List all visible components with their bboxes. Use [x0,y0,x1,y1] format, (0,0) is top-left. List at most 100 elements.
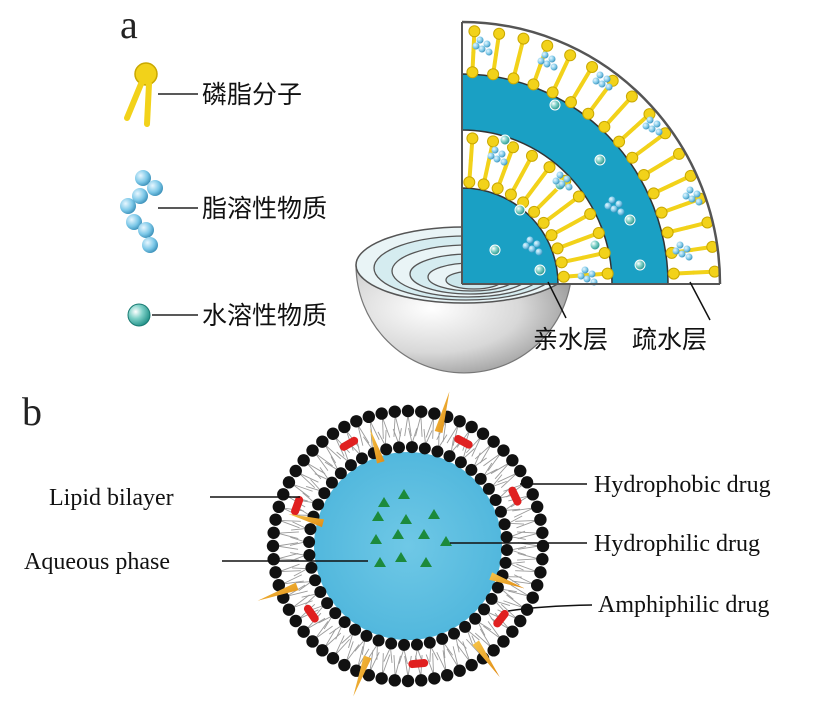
lipid-head [349,624,361,636]
lipid-head [327,652,339,664]
lipophilic-substance [609,197,616,204]
lipid-head [668,268,679,279]
lipid-head [529,206,540,217]
lipophilic-substance [686,254,693,261]
lipid-head [318,487,330,499]
lipophilic-substance [696,199,703,206]
phospholipid-icon [127,63,157,124]
lipophilic-substance [492,147,499,154]
lipid-head [627,152,638,163]
lipid-head [402,675,414,687]
lipid-head [486,593,498,605]
hydrophilic-substance [515,205,525,215]
lipophilic-substance [538,58,545,65]
lipophilic-substance [584,276,591,283]
lipid-head [303,536,315,548]
lipid-head [306,635,318,647]
lipophilic-substance [551,64,558,71]
lipid-head [497,444,509,456]
lipophilic-substance [484,41,491,48]
lipid-head [411,639,423,651]
lipid-head [297,625,309,637]
lipid-head [431,445,443,457]
lipid-head [514,615,526,627]
lipid-head [536,553,548,565]
lipophilic-substance-icon [120,170,163,253]
aqueous-core [314,452,502,640]
lipid-head [406,441,418,453]
amphiphilic-drug-label: Amphiphilic drug [598,592,769,618]
hydrophobic-layer-label: 疏水层 [632,325,707,354]
lipid-head [375,672,387,684]
lipophilic-substance [673,248,680,255]
lipid-head [552,243,563,254]
lipophilic-substance [604,76,611,83]
lipid-head [556,257,567,268]
lipid-head [290,615,302,627]
lipophilic-substance [687,187,694,194]
lipid-head [465,464,477,476]
lipid-head [478,603,490,615]
lipid-head [526,150,537,161]
lipid-head [501,531,513,543]
lipid-head [500,557,512,569]
lipid-head [626,91,637,102]
hydrophilic-substance [550,100,560,110]
lipid-head [469,26,480,37]
lipid-head [321,597,333,609]
lipophilic-substance [473,43,480,50]
lipophilic-substance [689,196,696,203]
lipophilic-substance [549,56,556,63]
lipid-head [506,454,518,466]
lipid-head [467,133,478,144]
lipid-head [305,562,317,574]
lipid-head [565,97,576,108]
lipid-head [542,40,553,51]
lipid-head [312,498,324,510]
hydrophilic-substance [625,215,635,225]
aqueous-phase-label: Aqueous phase [24,549,170,575]
lipid-head [338,421,350,433]
lipophilic-substance [566,184,573,191]
lipid-head [518,33,529,44]
leader-line [690,282,710,320]
lipid-head [506,625,518,637]
lipid-head [360,630,372,642]
lipid-head [599,247,610,258]
lipid-head [385,638,397,650]
lipid-head [662,227,673,238]
panel-letter-b: b [22,389,42,434]
lipid-head [345,459,357,471]
lipid-head [527,488,539,500]
lipid-head [329,607,341,619]
lipid-head [304,523,316,535]
lipophilic-substance [534,241,541,248]
lipid-head [478,179,489,190]
hydrophilic-substance [635,260,645,270]
lipophilic-substance [649,126,656,133]
lipid-head [419,442,431,454]
lipid-head [487,435,499,447]
lipid-head [477,428,489,440]
lipid-head [495,506,507,518]
lipid-head [267,527,279,539]
lipophilic-substance [606,84,613,91]
lipid-head [453,665,465,677]
lipid-head [373,635,385,647]
lipid-head [475,473,487,485]
lipid-head [455,456,467,468]
lipid-head [638,170,649,181]
lipid-head [314,586,326,598]
hydrophilic-substance [590,240,600,250]
lipophilic-substance [529,246,536,253]
lipophilic-substance [647,117,654,124]
lipid-head [277,488,289,500]
lipid-head [501,544,513,556]
lipid-head [389,405,401,417]
lipid-head [273,501,285,513]
lipid-head [428,672,440,684]
lipophilic-substance [656,129,663,136]
lipophilic-substance [544,61,551,68]
lipophilic-substance [643,123,650,130]
lipid-head [338,659,350,671]
